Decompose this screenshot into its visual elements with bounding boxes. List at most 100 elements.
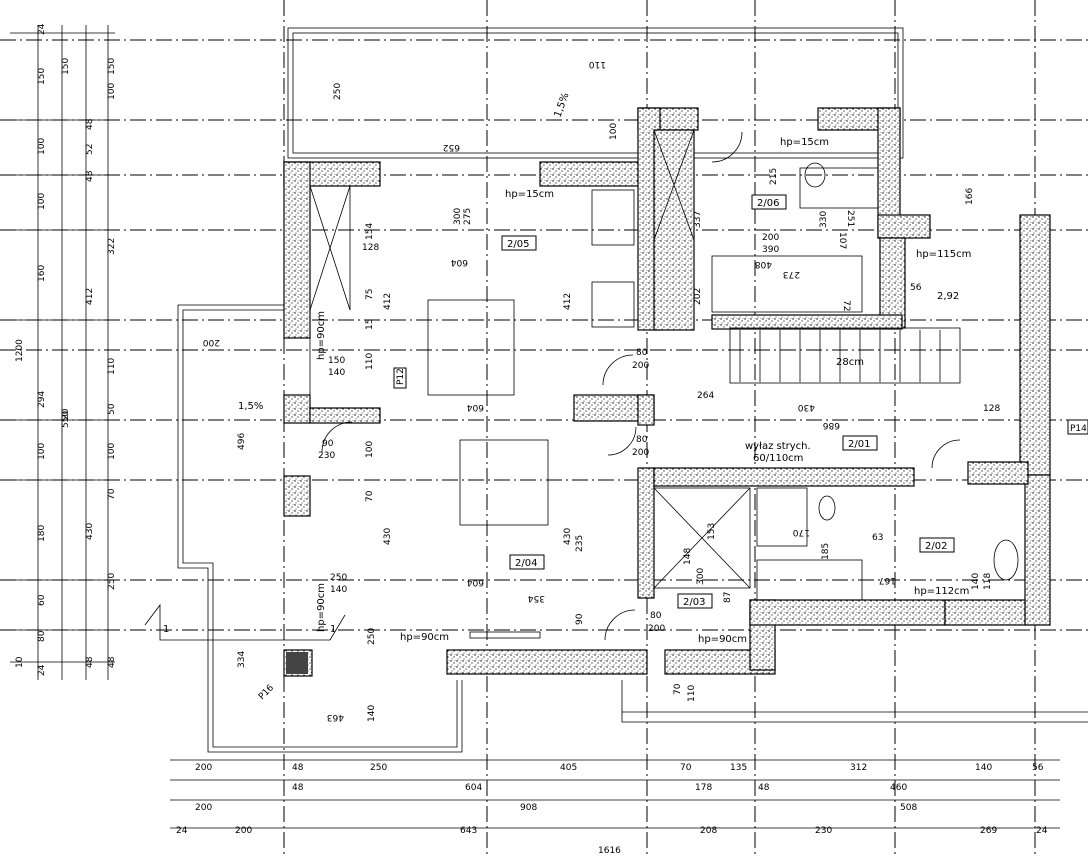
svg-text:200: 200 xyxy=(762,233,779,243)
interior-lines xyxy=(309,129,1019,641)
hp-15-label-a: hp=15cm xyxy=(505,189,554,200)
svg-text:140: 140 xyxy=(328,368,345,378)
dim-80: 80 xyxy=(37,630,47,642)
svg-text:70: 70 xyxy=(107,488,117,500)
dim-150: 150 xyxy=(37,68,47,85)
left-dims-mid: 150 48 52 48 412 20 550 430 48 xyxy=(61,58,95,668)
svg-text:80: 80 xyxy=(636,348,648,358)
stairs-tread-label: 28cm xyxy=(836,357,864,368)
room-2-05: 2/05 xyxy=(507,239,529,250)
room-2-02: 2/02 xyxy=(925,541,947,552)
level-label: 2,92 xyxy=(937,291,959,302)
svg-text:148: 148 xyxy=(683,548,693,565)
svg-text:208: 208 xyxy=(700,826,717,836)
section-marker-right: 1 xyxy=(330,624,336,635)
walls xyxy=(283,107,1051,677)
svg-text:50: 50 xyxy=(107,403,117,415)
slope-label-top: 1,5% xyxy=(552,91,571,119)
svg-text:200: 200 xyxy=(235,826,252,836)
room-2-03: 2/03 xyxy=(683,597,705,608)
hp-115-label: hp=115cm xyxy=(916,249,971,260)
svg-text:273: 273 xyxy=(783,269,800,279)
svg-text:250: 250 xyxy=(330,573,347,583)
svg-text:463: 463 xyxy=(327,712,344,722)
hp-90-label-left-bottom: hp=90cm xyxy=(316,583,327,632)
svg-text:100: 100 xyxy=(107,443,117,460)
left-dims-inner: 150 100 322 110 50 100 70 250 48 xyxy=(107,58,117,668)
terrace-outlines xyxy=(177,27,1088,753)
svg-text:686: 686 xyxy=(823,420,840,430)
svg-text:322: 322 xyxy=(107,238,117,255)
svg-text:300: 300 xyxy=(453,208,463,225)
svg-text:430: 430 xyxy=(563,528,573,545)
hp-15-label-b: hp=15cm xyxy=(780,137,829,148)
room-2-01: 2/01 xyxy=(848,439,870,450)
svg-text:80: 80 xyxy=(650,611,662,621)
svg-text:90: 90 xyxy=(322,439,334,449)
pillar-p12: P12 xyxy=(396,368,406,385)
svg-text:140: 140 xyxy=(971,573,981,590)
svg-text:200: 200 xyxy=(195,763,212,773)
attic-hatch-size: 60/110cm xyxy=(753,453,803,464)
hp-90-label-bottom: hp=90cm xyxy=(400,632,449,643)
svg-text:460: 460 xyxy=(890,783,907,793)
svg-text:150: 150 xyxy=(107,58,117,75)
svg-text:235: 235 xyxy=(575,535,585,552)
svg-text:185: 185 xyxy=(821,543,831,560)
bottom-dims: 200 48 250 604 405 70 135 312 140 56 48 … xyxy=(176,763,1048,856)
svg-text:110: 110 xyxy=(107,358,117,375)
svg-text:110: 110 xyxy=(589,59,606,69)
room-2-06-box xyxy=(751,194,787,210)
svg-text:56: 56 xyxy=(910,283,922,293)
svg-text:312: 312 xyxy=(850,763,867,773)
svg-text:80: 80 xyxy=(636,435,648,445)
room-labels: 2/05 2/06 2/04 2/01 2/02 2/03 xyxy=(501,194,955,609)
svg-text:48: 48 xyxy=(85,656,95,668)
room-2-03-box xyxy=(677,593,713,609)
bottom-dimension-lines xyxy=(170,759,1060,829)
dim-1200: 1200 xyxy=(15,339,25,362)
svg-text:48: 48 xyxy=(85,170,95,182)
svg-text:56: 56 xyxy=(1032,763,1044,773)
svg-text:48: 48 xyxy=(758,783,770,793)
attic-hatch-label: wyłaz strych. xyxy=(745,441,811,452)
section-marker-left: 1 xyxy=(163,624,169,635)
svg-text:110: 110 xyxy=(687,685,697,702)
svg-text:250: 250 xyxy=(333,83,343,100)
svg-text:178: 178 xyxy=(695,783,712,793)
svg-text:604: 604 xyxy=(451,257,468,267)
svg-text:269: 269 xyxy=(980,826,997,836)
svg-text:140: 140 xyxy=(975,763,992,773)
dim-180: 180 xyxy=(37,525,47,542)
room-2-02-box xyxy=(919,537,955,553)
svg-text:330: 330 xyxy=(819,211,829,228)
svg-text:167: 167 xyxy=(879,575,896,585)
svg-text:150: 150 xyxy=(61,58,71,75)
room-2-04-box xyxy=(509,554,545,570)
svg-text:412: 412 xyxy=(563,293,573,310)
dim-100b: 100 xyxy=(37,193,47,210)
svg-text:48: 48 xyxy=(292,763,304,773)
hp-90-label-small: hp=90cm xyxy=(698,634,747,645)
svg-text:275: 275 xyxy=(463,208,473,225)
svg-text:63: 63 xyxy=(872,533,883,543)
pillar-p16: P16 xyxy=(257,683,276,702)
svg-text:202: 202 xyxy=(693,288,703,305)
interior-dims: 652 250 110 100 300 275 604 604 604 128 … xyxy=(203,59,1001,722)
room-2-06: 2/06 xyxy=(757,198,779,209)
hp-90-label-left-top: hp=90cm xyxy=(316,311,327,360)
svg-text:24: 24 xyxy=(1036,826,1048,836)
svg-text:337: 337 xyxy=(693,211,703,228)
svg-text:430: 430 xyxy=(383,528,393,545)
svg-text:170: 170 xyxy=(793,527,810,537)
svg-text:412: 412 xyxy=(383,293,393,310)
svg-text:153: 153 xyxy=(707,523,717,540)
dim-100c: 100 xyxy=(37,443,47,460)
svg-text:430: 430 xyxy=(798,402,815,412)
svg-text:604: 604 xyxy=(467,402,484,412)
svg-text:430: 430 xyxy=(85,523,95,540)
svg-text:128: 128 xyxy=(983,404,1000,414)
dim-294: 294 xyxy=(37,391,47,408)
svg-text:250: 250 xyxy=(107,573,117,590)
